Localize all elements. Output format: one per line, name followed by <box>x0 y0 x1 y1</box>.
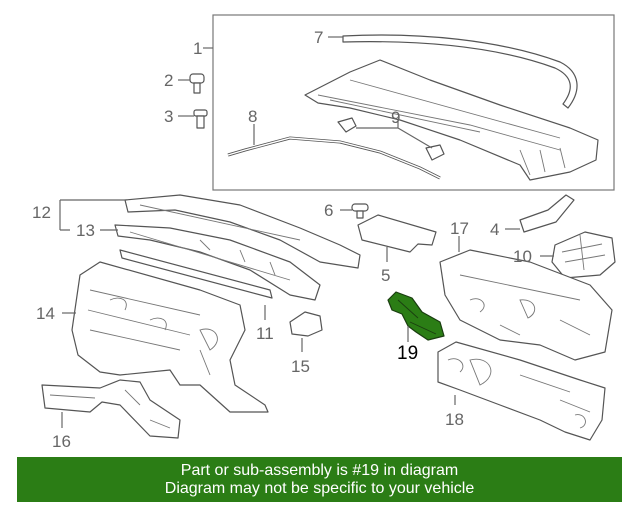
callout-11: 11 <box>256 324 274 343</box>
parts-diagram: 1 2 3 7 8 9 6 4 17 10 12 13 5 14 11 15 1… <box>32 14 616 451</box>
leader-9 <box>356 120 433 149</box>
callout-6: 6 <box>324 201 333 220</box>
info-banner-line-2: Diagram may not be specific to your vehi… <box>164 480 475 497</box>
dash-upper-detail <box>129 204 301 281</box>
callout-13: 13 <box>76 221 95 240</box>
callout-17: 17 <box>450 219 469 238</box>
callout-14: 14 <box>36 304 55 323</box>
part-6-plug <box>351 203 369 219</box>
leader-12 <box>59 199 125 231</box>
part-17-insulator <box>439 249 613 361</box>
callout-8: 8 <box>248 107 257 126</box>
part-18-detail <box>447 358 591 429</box>
callout-4: 4 <box>490 220 499 239</box>
kit-box-1 <box>212 14 615 191</box>
part-17-detail <box>459 274 591 336</box>
part-8-washer-hose <box>227 136 441 180</box>
callout-12: 12 <box>32 203 51 222</box>
callout-1: 1 <box>193 39 202 58</box>
callout-5: 5 <box>381 266 390 285</box>
callout-3: 3 <box>164 107 173 126</box>
part-7-weatherstrip <box>342 34 578 109</box>
part-5-panel <box>357 214 437 253</box>
part-4-strip <box>519 194 575 233</box>
part-11-dash-bar <box>119 249 273 299</box>
callout-15: 15 <box>291 357 310 376</box>
part-15-bracket <box>289 311 323 337</box>
part-2-push-pin <box>189 73 205 94</box>
callout-2: 2 <box>164 71 173 90</box>
part-16-detail <box>49 389 171 429</box>
part-3-screw <box>193 109 208 129</box>
part-10-detail <box>561 234 606 271</box>
callout-7: 7 <box>314 28 323 47</box>
dash-panel-detail <box>87 289 218 376</box>
part-18-insulator <box>437 341 606 441</box>
part-9-nozzle <box>337 117 445 161</box>
part-14-dash-panel <box>71 261 269 413</box>
callout-10: 10 <box>513 247 532 266</box>
cowl-panel-detail <box>317 79 566 176</box>
callout-9: 9 <box>391 108 400 127</box>
part-1-cowl-panel <box>304 59 599 181</box>
info-banner-line-1: Part or sub-assembly is #19 in diagram <box>180 462 459 479</box>
part-12-upper-dash <box>124 194 361 269</box>
callout-18: 18 <box>445 410 464 429</box>
part-13-dash-reinforcement <box>114 224 321 301</box>
info-banner: Part or sub-assembly is #19 in diagram D… <box>17 457 622 502</box>
part-16-reinforcement <box>41 379 181 439</box>
callout-16: 16 <box>52 432 71 451</box>
callout-19: 19 <box>397 343 418 364</box>
part-10-component <box>551 231 616 279</box>
